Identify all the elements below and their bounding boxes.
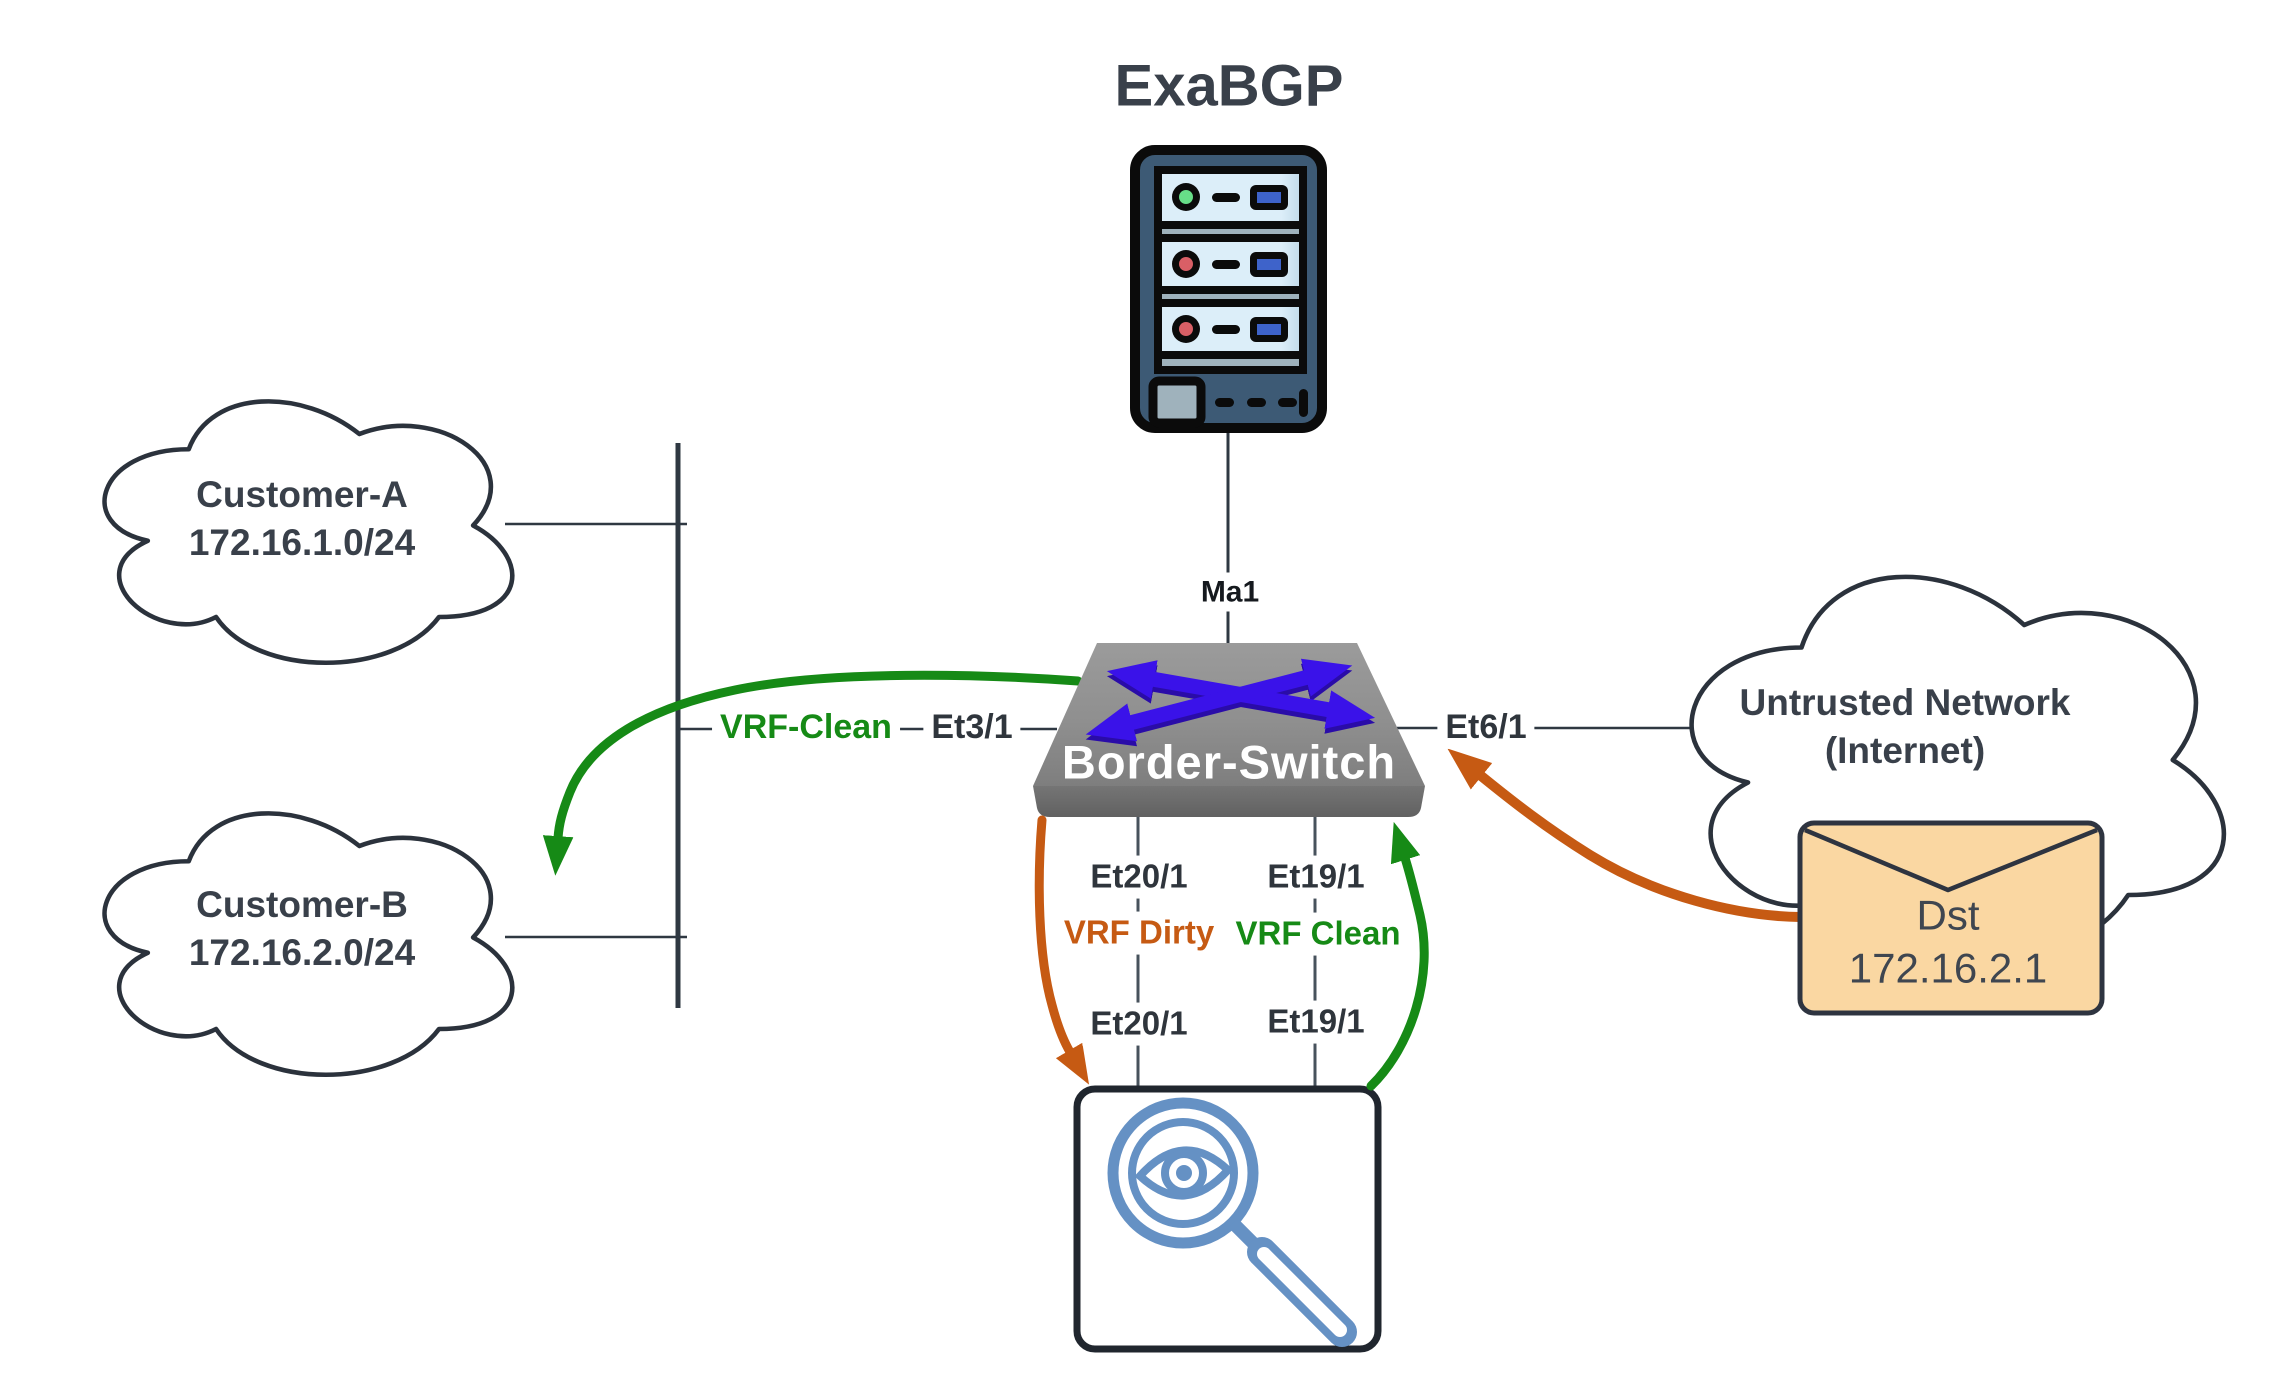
et3-port-label: Et3/1 [923, 704, 1021, 750]
packet-envelope [1797, 820, 2105, 1016]
customer-a-label: Customer-A 172.16.1.0/24 [189, 471, 415, 567]
attack-flow-arrow [1447, 748, 1805, 922]
vrf-dirty-wire-label: VRF Dirty [1055, 911, 1223, 955]
customer-a-subnet: 172.16.1.0/24 [188, 522, 416, 563]
packet-dst-ip: 172.16.2.1 [1848, 944, 2048, 991]
untrusted-network-label: Untrusted Network (Internet) [1740, 679, 2071, 775]
et19-top-port-label: Et19/1 [1259, 855, 1373, 899]
vrf-clean-mid-wire-label: VRF Clean [1227, 912, 1409, 956]
et20-top-port-label: Et20/1 [1082, 855, 1196, 899]
border-switch-label: Border-Switch [1061, 735, 1397, 789]
et6-port-label: Et6/1 [1437, 704, 1535, 750]
packet-dst: Dst [1916, 891, 1980, 939]
customer-b-subnet: 172.16.2.0/24 [188, 932, 416, 973]
customer-a-name: Customer-A [196, 473, 408, 515]
untrusted-network-name: Untrusted Network [1739, 681, 2071, 723]
customer-b-name: Customer-B [196, 883, 408, 925]
scrubber-node [1073, 1085, 1382, 1353]
vrf-clean-flow-arrow [542, 670, 1083, 876]
untrusted-network-qualifier: (Internet) [1824, 730, 1986, 771]
diagram-title: ExaBGP [1114, 53, 1344, 119]
border-switch-node [1033, 643, 1425, 817]
vrf-dirty-down-arrow [1034, 815, 1090, 1085]
vrf-clean-up-arrow [1366, 821, 1429, 1091]
envelope-flap [1804, 827, 2098, 893]
vrf-clean-wire-label: VRF-Clean [712, 704, 900, 750]
et19-bottom-port-label: Et19/1 [1259, 1000, 1373, 1044]
switch-crossbar-icon [1085, 658, 1376, 742]
magnifier-eye-icon [1107, 1097, 1357, 1347]
packet-label: Dst 172.16.2.1 [1849, 890, 2048, 995]
ma1-port-label: Ma1 [1192, 572, 1268, 612]
et20-bottom-port-label: Et20/1 [1082, 1002, 1196, 1046]
exabgp-server-icon [1130, 145, 1327, 433]
customer-b-label: Customer-B 172.16.2.0/24 [189, 881, 415, 977]
